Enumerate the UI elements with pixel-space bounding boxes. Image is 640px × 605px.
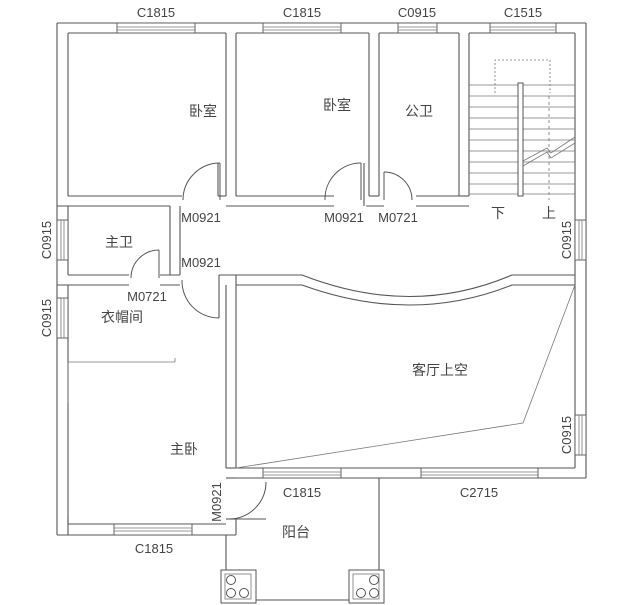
- door-label-balcony: M0921: [209, 482, 224, 522]
- room-label-cloakroom: 衣帽间: [101, 310, 143, 326]
- ac-unit-right: [348, 569, 385, 604]
- window-bottom-mid: [262, 467, 342, 479]
- door-balcony: [229, 481, 267, 520]
- window-label-bottom-right: C2715: [460, 485, 498, 500]
- room-label-master-bath: 主卫: [105, 235, 133, 251]
- window-bottom-right: [420, 467, 539, 479]
- window-label-top-1: C1815: [137, 5, 175, 20]
- window-left-2: [56, 297, 69, 339]
- door-labels: M0921 M0921 M0921 M0721 M0721 M0921: [127, 210, 418, 522]
- window-label-right-2: C0915: [559, 416, 574, 454]
- outer-walls: [56, 22, 587, 536]
- door-label-corridor: M0921: [181, 255, 221, 270]
- window-label-bottom-mid: C1815: [283, 485, 321, 500]
- window-top-2: [262, 22, 342, 34]
- door-label-bedroom-1: M0921: [181, 210, 221, 225]
- door-master-bath: [130, 249, 160, 279]
- window-right-2: [574, 414, 587, 456]
- room-label-balcony: 阳台: [282, 525, 310, 541]
- door-label-bedroom-2: M0921: [324, 210, 364, 225]
- room-label-bedroom-1: 卧室: [189, 103, 217, 120]
- door-corridor: [181, 279, 220, 319]
- room-label-living-void: 客厅上空: [412, 362, 468, 379]
- room-label-public-bath: 公卫: [405, 104, 433, 120]
- staircase: [469, 59, 576, 200]
- room-label-master-bedroom: 主卧: [170, 442, 198, 458]
- window-label-left-1: C0915: [39, 221, 54, 259]
- window-right-1: [574, 219, 587, 261]
- stair-label-down: 下: [491, 206, 505, 222]
- door-label-master-bath: M0721: [127, 289, 167, 304]
- window-top-1: [116, 22, 196, 34]
- door-public-bath: [383, 171, 413, 201]
- window-labels: C1815 C1815 C0915 C1515 C0915 C0915 C091…: [39, 5, 574, 556]
- window-label-right-1: C0915: [559, 221, 574, 259]
- ac-unit-left: [220, 569, 257, 604]
- window-left-1: [56, 219, 69, 261]
- window-label-bottom-left: C1815: [135, 541, 173, 556]
- room-labels: 卧室 卧室 公卫 主卫 衣帽间 主卧 客厅上空 阳台 下 上: [101, 97, 556, 541]
- interior-walls: [57, 33, 576, 535]
- window-top-4: [489, 22, 557, 34]
- stair-label-up: 上: [542, 206, 556, 222]
- window-top-3: [397, 22, 438, 34]
- window-label-top-2: C1815: [283, 5, 321, 20]
- balcony: [220, 478, 385, 604]
- window-label-left-2: C0915: [39, 299, 54, 337]
- room-label-bedroom-2: 卧室: [323, 97, 351, 114]
- doors: [130, 162, 413, 520]
- door-bedroom-2: [324, 162, 362, 201]
- window-bottom-left: [113, 523, 193, 536]
- windows: [56, 22, 587, 536]
- door-label-public-bath: M0721: [378, 210, 418, 225]
- window-label-top-4: C1515: [504, 5, 542, 20]
- door-bedroom-1: [182, 162, 221, 201]
- window-label-top-3: C0915: [398, 5, 436, 20]
